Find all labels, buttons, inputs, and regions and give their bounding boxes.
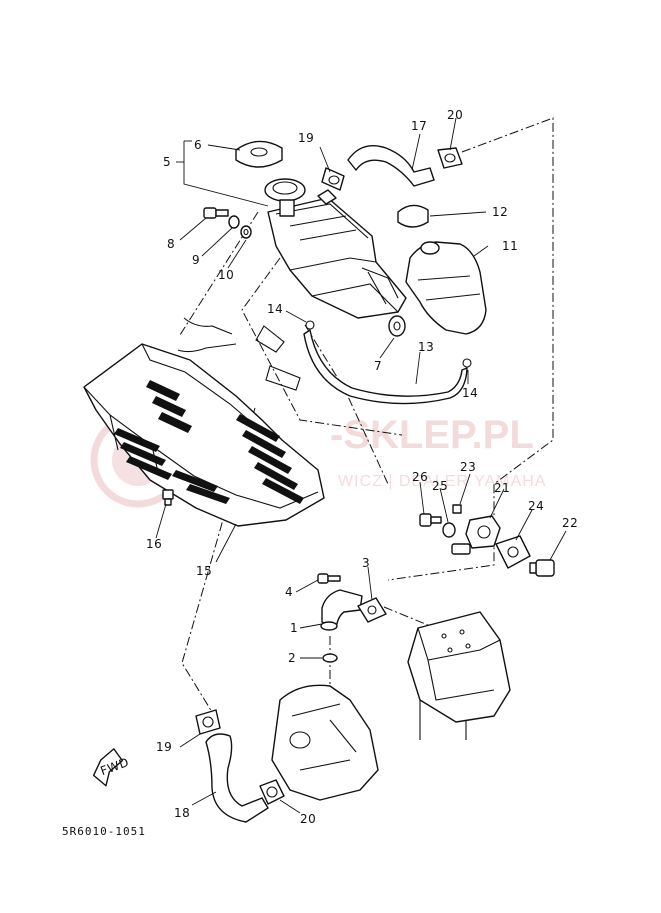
callout-8: 8 (167, 237, 175, 251)
bolt-4 (317, 573, 341, 584)
callout-17: 17 (411, 119, 427, 133)
callout-3: 3 (362, 556, 370, 570)
hose-clamp-20-upper (437, 147, 463, 169)
leader-lines (155, 117, 567, 814)
callout-4: 4 (285, 585, 293, 599)
callout-labels: 1 2 3 4 5 6 7 8 9 10 11 12 13 14 14 15 1… (146, 108, 578, 826)
callout-19-lower: 19 (156, 740, 172, 754)
radiator-cover (83, 343, 325, 527)
callout-6: 6 (194, 138, 202, 152)
callout-24: 24 (528, 499, 544, 513)
pipe-joint-21 (451, 515, 501, 555)
hose-clamp-19-upper (321, 167, 345, 191)
callout-14-upper: 14 (267, 302, 283, 316)
radiator-cover-fins (114, 380, 304, 504)
callout-19-upper: 19 (298, 131, 314, 145)
callout-11: 11 (502, 239, 518, 253)
callout-25: 25 (432, 479, 448, 493)
screw-23 (452, 504, 462, 514)
callout-5: 5 (163, 155, 171, 169)
o-ring-2 (322, 653, 338, 663)
hose-clamp-20-lower (259, 779, 285, 805)
hose-clip-14-upper (305, 320, 315, 330)
watermark-text: -SKLEP.PL (330, 413, 534, 457)
callout-7: 7 (374, 359, 382, 373)
upper-hose (347, 145, 435, 187)
engine-crankcase (271, 684, 379, 801)
water-pipe-1 (320, 589, 363, 631)
callout-21: 21 (494, 481, 510, 495)
callout-20-lower: 20 (300, 812, 316, 826)
screw-16 (162, 489, 174, 506)
callout-16: 16 (146, 537, 162, 551)
radiator-core (264, 178, 407, 319)
callout-18: 18 (174, 806, 190, 820)
grommet-7 (388, 315, 406, 337)
reservoir-cap (397, 204, 429, 228)
bolt-26 (419, 513, 442, 527)
callout-23: 23 (460, 460, 476, 474)
callout-1: 1 (290, 621, 298, 635)
callout-9: 9 (192, 253, 200, 267)
washer-9 (228, 215, 240, 229)
drawing-code: 5R6010-1051 (62, 825, 146, 838)
hose-clip-14-lower (462, 358, 472, 368)
plug-22 (529, 559, 555, 577)
overflow-hose (303, 329, 468, 405)
washer-10 (240, 225, 252, 239)
callout-20-upper: 20 (447, 108, 463, 122)
reservoir-tank (405, 241, 487, 335)
callout-10: 10 (218, 268, 234, 282)
callout-15: 15 (196, 564, 212, 578)
hose-clamp-19-lower (195, 709, 221, 735)
engine-cylinder (407, 611, 511, 740)
forward-arrow: FWD (92, 748, 131, 787)
callout-26: 26 (412, 470, 428, 484)
callout-2: 2 (288, 651, 296, 665)
callout-12: 12 (492, 205, 508, 219)
callout-22: 22 (562, 516, 578, 530)
gasket-24 (495, 535, 531, 569)
callout-13: 13 (418, 340, 434, 354)
gasket-3 (357, 597, 387, 623)
radiator-cap (235, 140, 283, 168)
callout-14-lower: 14 (462, 386, 478, 400)
bolt-8 (203, 207, 229, 219)
lower-hose (205, 733, 269, 823)
o-ring-25 (442, 522, 456, 538)
radiator-pipe-fittings (177, 317, 301, 391)
